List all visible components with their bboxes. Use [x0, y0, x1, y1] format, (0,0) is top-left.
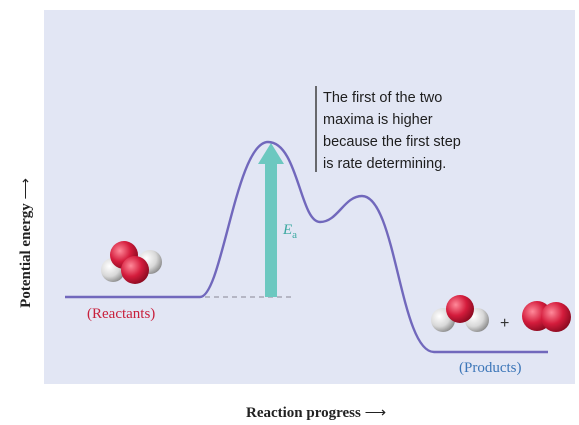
reactants-label: (Reactants)	[87, 306, 155, 322]
plot-panel	[44, 10, 575, 384]
x-axis-label-text: Reaction progress	[246, 405, 361, 421]
annotation-line: because the first step	[323, 134, 461, 150]
products-label: (Products)	[459, 360, 522, 376]
oxygen-molecule	[522, 301, 571, 332]
x-axis-label: Reaction progress ⟶	[246, 403, 386, 422]
annotation-text: The first of the two maxima is higher be…	[323, 90, 465, 172]
annotation-line: maxima is higher	[323, 112, 433, 128]
plus-sign: +	[500, 315, 509, 332]
ea-label: Ea	[282, 222, 297, 241]
energy-curve	[65, 140, 548, 354]
y-axis-arrow-icon: ⟶	[18, 178, 34, 200]
y-axis-label: Potential energy ⟶	[16, 178, 35, 308]
annotation-line: The first of the two	[323, 90, 442, 106]
reactant-molecule	[101, 241, 162, 284]
annotation-line: is rate determining.	[323, 156, 446, 172]
x-axis-arrow-icon: ⟶	[364, 405, 387, 421]
y-axis-label-text: Potential energy	[18, 203, 34, 308]
water-molecule	[431, 295, 489, 332]
activation-energy-arrow	[258, 143, 284, 297]
